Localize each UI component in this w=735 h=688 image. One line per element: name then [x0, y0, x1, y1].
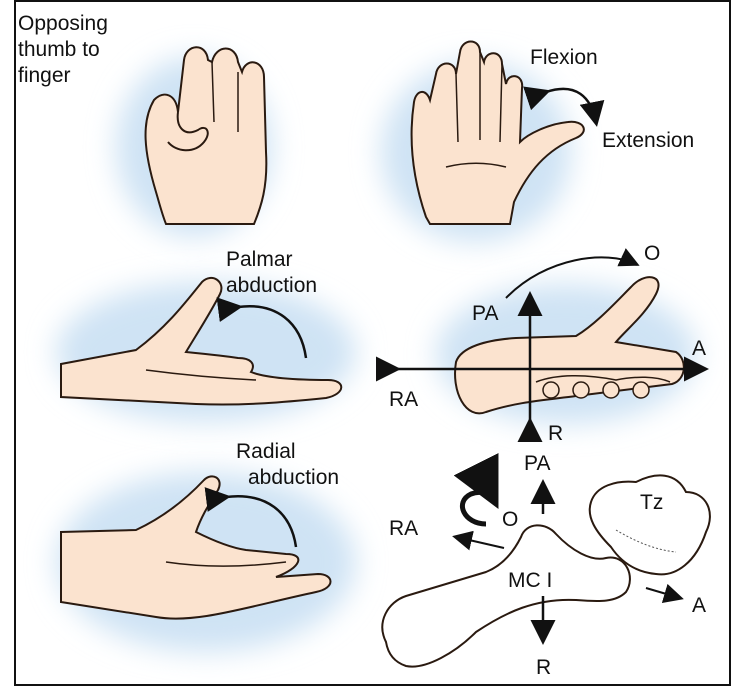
- hand-axes-diagram: [396, 257, 704, 424]
- label-opposing-1: Opposing: [18, 12, 108, 36]
- label-bone-tz: Tz: [640, 491, 663, 515]
- label-bone-o: O: [502, 508, 518, 532]
- label-palmar-abduction: abduction: [226, 274, 317, 298]
- label-bone-ra: RA: [389, 517, 418, 541]
- label-axis-a: A: [692, 337, 706, 361]
- hand-flexion-extension: [381, 42, 596, 243]
- thumb-motion-illustration: [16, 2, 731, 686]
- label-extension: Extension: [602, 129, 694, 153]
- figure-frame: Opposing thumb to finger Flexion Extensi…: [14, 0, 731, 686]
- label-opposing-3: finger: [18, 64, 71, 88]
- label-bone-mci: MC I: [508, 569, 552, 593]
- label-flexion: Flexion: [530, 46, 598, 70]
- hand-opposing: [116, 47, 272, 237]
- label-axis-ra: RA: [389, 388, 418, 412]
- label-opposing-2: thumb to: [18, 38, 100, 62]
- label-axis-o: O: [644, 242, 660, 266]
- label-radial-abduction: abduction: [248, 466, 339, 490]
- label-palmar: Palmar: [226, 248, 293, 272]
- hand-radial-abduction: [56, 472, 356, 652]
- label-radial: Radial: [236, 440, 296, 464]
- label-axis-pa: PA: [472, 302, 498, 326]
- label-bone-r: R: [536, 656, 551, 680]
- label-bone-pa: PA: [524, 452, 550, 476]
- hand-palmar-abduction: [56, 278, 356, 422]
- label-axis-r: R: [548, 422, 563, 446]
- label-bone-a: A: [692, 594, 706, 618]
